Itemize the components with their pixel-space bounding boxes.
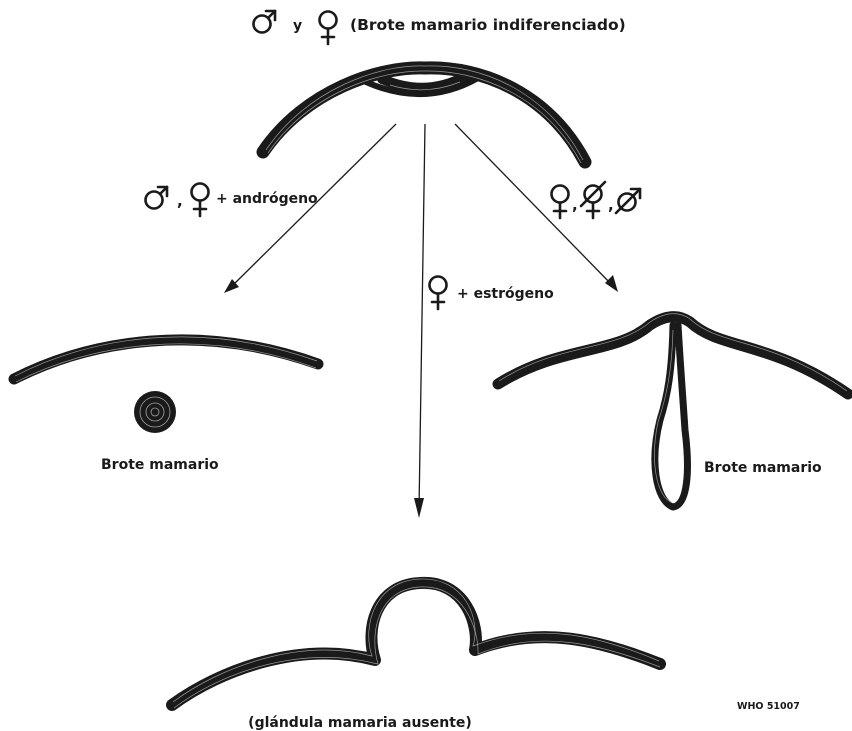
- left-arrow-label: , + andrógeno: [146, 184, 319, 217]
- female-symbol-icon: [320, 12, 337, 45]
- male-symbol-icon: [146, 187, 168, 209]
- left-outcome-tissue: [14, 337, 318, 382]
- castrated-female-symbol-icon: [581, 182, 605, 218]
- female-symbol-icon: [192, 184, 209, 217]
- arrow-left: [224, 124, 396, 293]
- female-symbol-icon: [430, 277, 447, 310]
- right-separator-1: ,: [572, 196, 578, 214]
- bottom-outcome-tissue: [172, 579, 660, 708]
- right-separator-2: ,: [608, 196, 614, 214]
- castrated-male-symbol-icon: [616, 189, 640, 213]
- right-outcome-label: Brote mamario: [704, 460, 822, 476]
- right-mammary-bud-duct: [654, 325, 687, 507]
- left-separator: ,: [177, 192, 183, 210]
- middle-arrow-text: + estrógeno: [457, 286, 554, 302]
- arrow-middle: [414, 124, 425, 518]
- header: y (Brote mamario indiferenciado): [254, 11, 626, 44]
- bottom-outcome-label: (glándula mamaria ausente): [248, 715, 472, 731]
- left-detached-bud: [134, 391, 176, 433]
- right-arrow-label: , ,: [552, 182, 641, 218]
- female-symbol-icon: [552, 186, 569, 219]
- left-arrow-text: + andrógeno: [216, 191, 318, 207]
- left-outcome-label: Brote mamario: [101, 457, 219, 473]
- header-conjunction: y: [293, 18, 302, 34]
- middle-arrow-label: + estrógeno: [430, 277, 555, 310]
- who-credit: WHO 51007: [737, 701, 800, 712]
- header-title: (Brote mamario indiferenciado): [350, 16, 626, 34]
- male-symbol-icon: [254, 11, 276, 33]
